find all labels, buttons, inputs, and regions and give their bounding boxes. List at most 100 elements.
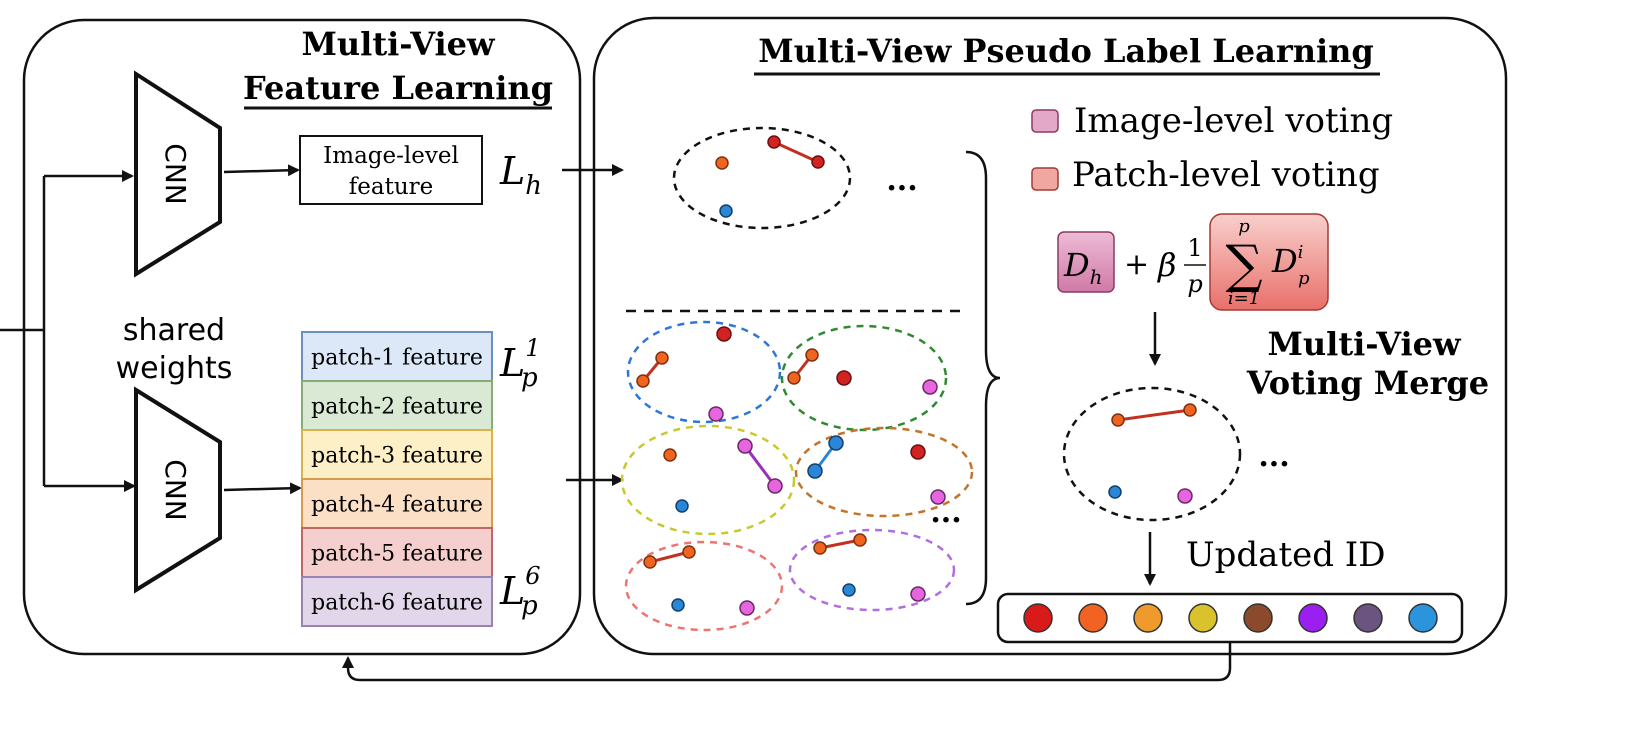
sample-point <box>708 406 724 422</box>
image-clusters-ellipsis: ... <box>886 163 917 198</box>
sample-point <box>1111 413 1125 427</box>
patch-feature-box <box>301 478 493 529</box>
identity-dot <box>1023 603 1053 633</box>
patch-feature-label: patch-4 feature <box>311 493 483 518</box>
shared-weights-line1: shared <box>123 313 225 348</box>
left-title-line2: Feature Learning <box>243 69 553 107</box>
merged-ellipsis: ... <box>1258 439 1289 474</box>
merged-cluster <box>1062 386 1242 522</box>
image-feature-line1: Image-level <box>323 143 459 169</box>
patch-cluster-pink <box>624 540 784 632</box>
patch-cluster-blue <box>626 320 782 424</box>
patch-feature-label: patch-1 feature <box>311 346 483 371</box>
views-brace <box>965 150 1001 606</box>
cnn-bottom-block <box>134 386 222 594</box>
identity-dot <box>1353 603 1383 633</box>
patch-feature-label: patch-2 feature <box>311 395 483 420</box>
sample-point <box>739 600 755 616</box>
patch-feature-label: patch-5 feature <box>311 542 483 567</box>
sample-point <box>1183 403 1197 417</box>
image-voting-legend-label: Image-level voting <box>1074 101 1393 141</box>
sample-point <box>910 586 926 602</box>
feedback-loop-line <box>342 642 1232 682</box>
sample-point <box>910 444 926 460</box>
cluster-link <box>1117 408 1191 422</box>
right-title: Multi-View Pseudo Label Learning <box>758 32 1374 70</box>
sample-point <box>663 448 677 462</box>
patch-feature-label: patch-6 feature <box>311 591 483 616</box>
pseudo-label-panel <box>592 16 1508 656</box>
patch-clusters-ellipsis: ... <box>930 495 961 530</box>
image-level-cluster <box>672 126 852 230</box>
sample-point <box>930 489 946 505</box>
formula-beta: β <box>1157 246 1177 284</box>
identity-dot <box>1243 603 1273 633</box>
sample-point <box>675 499 689 513</box>
patch-feature-box <box>301 527 493 578</box>
sample-point <box>787 371 801 385</box>
image-voting-term-box <box>1057 231 1115 293</box>
image-level-feature-box <box>299 135 483 205</box>
cluster-link <box>819 538 861 550</box>
sample-point <box>767 478 783 494</box>
patch-voting-legend-swatch <box>1031 167 1059 191</box>
merge-label-line2: Voting Merge <box>1246 364 1489 402</box>
sample-point <box>813 541 827 555</box>
sample-point <box>836 370 852 386</box>
formula-frac-den: p <box>1187 270 1202 298</box>
image-voting-legend-swatch <box>1031 109 1059 133</box>
formula-sum-sign: ∑ <box>1225 235 1262 295</box>
sample-point <box>853 533 867 547</box>
sample-point <box>922 379 938 395</box>
updated-id-circles <box>1023 603 1438 633</box>
cluster-link <box>743 445 777 487</box>
left-title-line1: Multi-View <box>301 25 496 63</box>
sample-point <box>682 545 696 559</box>
image-feature-line2: feature <box>349 174 434 200</box>
updated-id-label: Updated ID <box>1186 535 1386 575</box>
sample-point <box>715 156 729 170</box>
shared-weights-line2: weights <box>116 351 233 386</box>
formula-sum-top: p <box>1238 216 1250 237</box>
identity-dot <box>1133 603 1163 633</box>
feature-learning-panel <box>22 18 582 656</box>
cnn-to-patch-feature-arrow <box>223 482 302 495</box>
patch-feature-label: patch-3 feature <box>311 444 483 469</box>
sample-point <box>767 135 781 149</box>
cnn-bottom-label: CNN <box>159 459 192 520</box>
sample-point <box>737 438 753 454</box>
sample-point <box>842 583 856 597</box>
formula-plus: + <box>1124 247 1149 282</box>
sample-point <box>1177 488 1193 504</box>
cluster-link <box>773 140 819 164</box>
image-loss-label: Lh <box>499 149 542 201</box>
merge-label-line1: Multi-View <box>1267 325 1462 363</box>
cnn-top-block <box>134 70 222 278</box>
sample-point <box>719 204 733 218</box>
patch-feature-box <box>301 576 493 627</box>
identity-dot <box>1078 603 1108 633</box>
patch-voting-legend-label: Patch-level voting <box>1072 155 1380 195</box>
sample-point <box>636 374 650 388</box>
sample-point <box>671 598 685 612</box>
formula-sum-bottom: i=1 <box>1228 288 1260 309</box>
sample-point <box>716 326 732 342</box>
identity-dot <box>1188 603 1218 633</box>
sample-point <box>1108 485 1122 499</box>
patch-cluster-purple <box>788 528 956 612</box>
sample-point <box>807 463 823 479</box>
patch-cluster-green <box>780 324 948 432</box>
sample-point <box>811 155 825 169</box>
sample-point <box>828 435 844 451</box>
image-voting-term: Dh <box>1063 246 1103 289</box>
cnn-top-label: CNN <box>159 143 192 204</box>
updated-id-bar <box>996 592 1464 644</box>
patch-voting-term-box <box>1209 213 1329 311</box>
identity-dot <box>1298 603 1328 633</box>
sample-point <box>655 351 669 365</box>
formula-frac-num: 1 <box>1187 234 1202 262</box>
